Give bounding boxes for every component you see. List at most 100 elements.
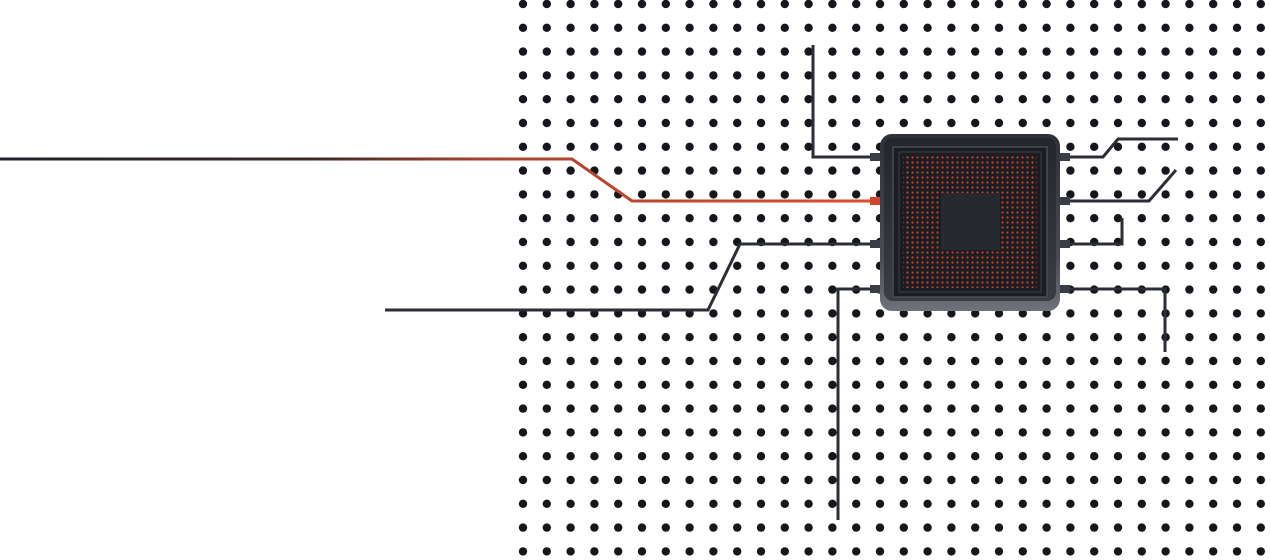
grid-dot bbox=[875, 333, 885, 342]
grid-dot bbox=[804, 285, 813, 294]
grid-dot bbox=[709, 380, 718, 389]
grid-dot bbox=[566, 261, 575, 270]
grid-dot bbox=[518, 95, 528, 104]
grid-dot bbox=[1232, 118, 1242, 128]
grid-dot bbox=[828, 71, 837, 80]
grid-dot bbox=[994, 380, 1004, 389]
grid-dot bbox=[1209, 237, 1218, 247]
grid-dot bbox=[566, 404, 575, 413]
grid-dot bbox=[756, 261, 766, 270]
grid-dot bbox=[685, 237, 694, 247]
grid-dot bbox=[1161, 142, 1170, 151]
grid-dot bbox=[637, 428, 647, 437]
grid-dot bbox=[637, 118, 647, 128]
grid-dot bbox=[1161, 547, 1170, 556]
grid-dot bbox=[1090, 523, 1099, 532]
grid-dot bbox=[1090, 309, 1099, 318]
grid-dot bbox=[1161, 523, 1170, 532]
grid-dot bbox=[1090, 71, 1099, 80]
grid-dot bbox=[1066, 547, 1075, 556]
grid-dot bbox=[1137, 333, 1147, 342]
grid-dot bbox=[590, 404, 599, 413]
grid-dot bbox=[1256, 261, 1266, 270]
grid-dot bbox=[685, 23, 694, 32]
grid-dot bbox=[614, 166, 623, 175]
grid-dot bbox=[828, 523, 837, 532]
grid-dot bbox=[733, 452, 742, 461]
grid-dot bbox=[780, 118, 789, 128]
grid-dot bbox=[518, 0, 528, 9]
grid-dot bbox=[1161, 380, 1170, 389]
grid-dot bbox=[756, 47, 766, 56]
grid-dot bbox=[828, 95, 837, 104]
grid-dot bbox=[709, 142, 718, 151]
grid-dot bbox=[709, 166, 718, 175]
grid-dot bbox=[923, 23, 932, 32]
grid-dot bbox=[804, 333, 813, 342]
grid-dot bbox=[637, 499, 647, 508]
grid-dot bbox=[1018, 356, 1027, 366]
grid-dot bbox=[947, 95, 956, 104]
grid-dot bbox=[614, 118, 623, 128]
grid-dot bbox=[1137, 71, 1147, 80]
grid-dot bbox=[994, 547, 1004, 556]
grid-dot bbox=[923, 356, 932, 366]
grid-dot bbox=[1256, 237, 1266, 247]
grid-dot bbox=[875, 71, 885, 80]
grid-dot bbox=[1209, 190, 1218, 199]
grid-dot bbox=[899, 0, 908, 9]
grid-dot bbox=[947, 309, 956, 318]
grid-dot bbox=[923, 499, 932, 508]
grid-dot bbox=[899, 380, 908, 389]
grid-dot bbox=[614, 356, 623, 366]
grid-dot bbox=[590, 237, 599, 247]
grid-dot bbox=[661, 333, 670, 342]
grid-dot bbox=[518, 380, 528, 389]
grid-dot bbox=[875, 356, 885, 366]
grid-dot bbox=[614, 261, 623, 270]
grid-dot bbox=[971, 404, 980, 413]
grid-dot bbox=[1185, 166, 1194, 175]
grid-dot bbox=[804, 356, 813, 366]
grid-dot bbox=[994, 356, 1004, 366]
grid-dot bbox=[1066, 190, 1075, 199]
grid-dot bbox=[1042, 23, 1051, 32]
top-vertical-trace bbox=[811, 45, 884, 159]
grid-dot bbox=[828, 333, 837, 342]
grid-dot bbox=[518, 71, 528, 80]
grid-dot bbox=[709, 452, 718, 461]
grid-dot bbox=[1018, 428, 1027, 437]
grid-dot bbox=[518, 333, 528, 342]
grid-dot bbox=[1090, 0, 1099, 9]
grid-dot bbox=[1161, 118, 1170, 128]
grid-dot bbox=[566, 237, 575, 247]
grid-dot bbox=[899, 356, 908, 366]
grid-dot bbox=[1185, 47, 1194, 56]
grid-dot bbox=[614, 452, 623, 461]
grid-dot bbox=[518, 499, 528, 508]
grid-dot bbox=[685, 0, 694, 9]
grid-dot bbox=[899, 47, 908, 56]
grid-dot bbox=[1185, 547, 1194, 556]
grid-dot bbox=[661, 23, 670, 32]
grid-dot bbox=[1232, 499, 1242, 508]
grid-dot bbox=[804, 404, 813, 413]
grid-dot bbox=[614, 547, 623, 556]
grid-dot bbox=[566, 356, 575, 366]
grid-dot bbox=[542, 214, 551, 223]
grid-dot bbox=[994, 47, 1004, 56]
grid-dot bbox=[637, 95, 647, 104]
grid-dot bbox=[1185, 261, 1194, 270]
grid-dot bbox=[756, 214, 766, 223]
grid-dot bbox=[1066, 0, 1075, 9]
grid-dot bbox=[590, 380, 599, 389]
grid-dot bbox=[828, 309, 837, 318]
grid-dot bbox=[1232, 237, 1242, 247]
grid-dot bbox=[780, 285, 789, 294]
grid-dot bbox=[733, 23, 742, 32]
grid-dot bbox=[899, 475, 908, 485]
grid-dot bbox=[1256, 142, 1266, 151]
grid-dot bbox=[1066, 166, 1075, 175]
grid-dot bbox=[875, 47, 885, 56]
grid-dot bbox=[566, 499, 575, 508]
